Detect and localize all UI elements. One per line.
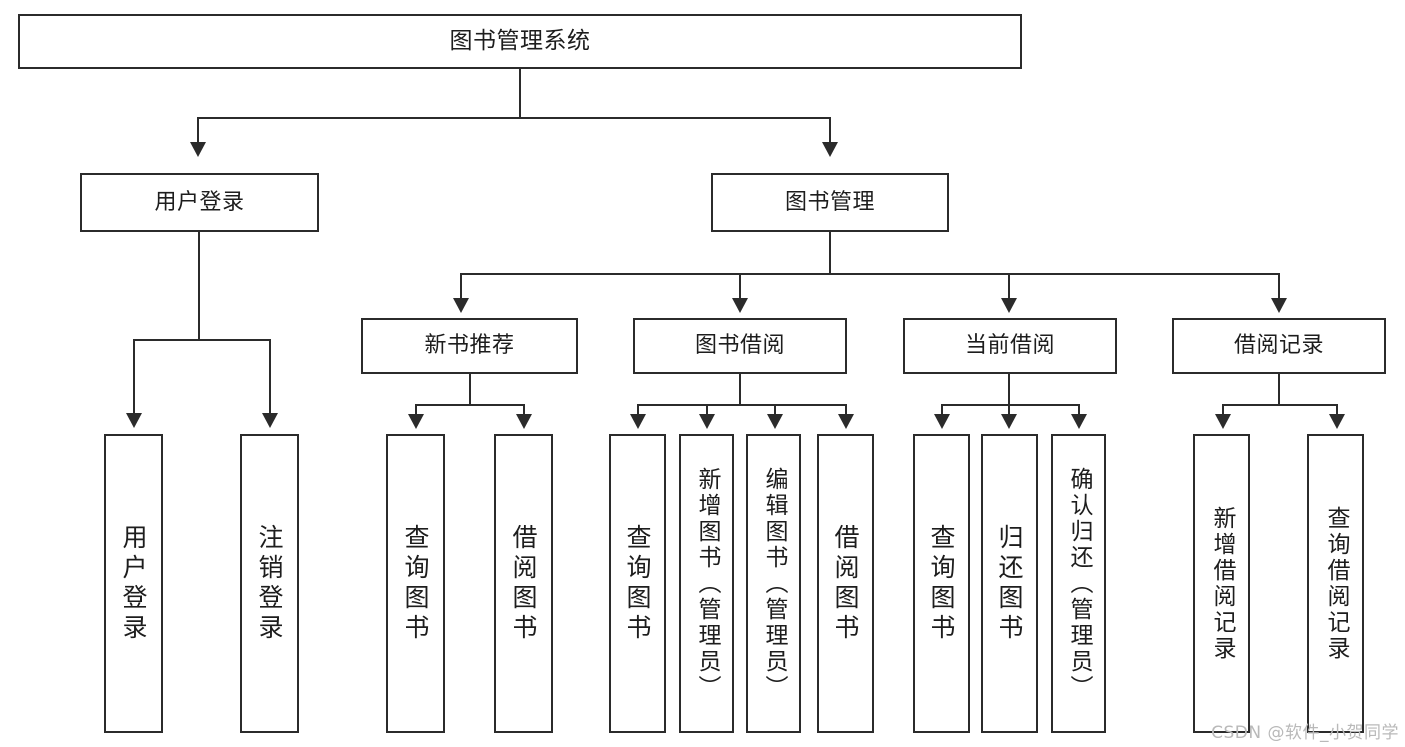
- connector-borrowrecord-bus: [1222, 404, 1338, 406]
- node-label: 新增借阅记录: [1209, 505, 1235, 662]
- arrowhead-currentborrow-leaf-1: [934, 414, 950, 429]
- node-book-borrow[interactable]: 图书借阅: [633, 318, 847, 374]
- node-label: 当前借阅: [964, 333, 1055, 359]
- arrowhead-bookborrow-leaf-3: [767, 414, 783, 429]
- leaf-edit-book-admin[interactable]: 编辑图书（管理员）: [746, 434, 801, 733]
- arrowhead-leaf-logout: [262, 413, 278, 428]
- node-label: 确认归还（管理员）: [1066, 466, 1092, 701]
- node-root-system[interactable]: 图书管理系统: [18, 14, 1022, 69]
- connector-bookborrow-drop-1: [637, 404, 639, 416]
- node-book-manage[interactable]: 图书管理: [711, 173, 949, 232]
- leaf-query-book-recommend[interactable]: 查询图书: [386, 434, 445, 733]
- leaf-user-login[interactable]: 用户登录: [104, 434, 163, 733]
- node-label: 图书管理系统: [449, 27, 591, 54]
- node-label: 编辑图书（管理员）: [761, 466, 787, 701]
- node-label: 借阅图书: [831, 523, 860, 644]
- connector-bookborrow-drop-2: [706, 404, 708, 416]
- leaf-return-book[interactable]: 归还图书: [981, 434, 1038, 733]
- connector-userlogin-drop-1: [133, 339, 135, 415]
- leaf-confirm-return-admin[interactable]: 确认归还（管理员）: [1051, 434, 1106, 733]
- connector-userlogin-bus: [133, 339, 270, 341]
- node-label: 用户登录: [154, 189, 245, 215]
- node-label: 查询图书: [401, 523, 430, 644]
- node-label: 借阅记录: [1233, 333, 1324, 359]
- connector-currentborrow-bus: [941, 404, 1080, 406]
- node-label: 注销登录: [255, 523, 284, 644]
- leaf-borrow-book-recommend[interactable]: 借阅图书: [494, 434, 553, 733]
- connector-bookborrow-bus: [637, 404, 847, 406]
- arrowhead-newbook-leaf-1: [408, 414, 424, 429]
- arrowhead-to-current-borrow: [1001, 298, 1017, 313]
- node-current-borrow[interactable]: 当前借阅: [903, 318, 1117, 374]
- node-label: 查询图书: [623, 523, 652, 644]
- leaf-add-book-admin[interactable]: 新增图书（管理员）: [679, 434, 734, 733]
- arrowhead-to-book-manage: [822, 142, 838, 157]
- connector-bookmanage-drop-4: [1278, 273, 1280, 300]
- node-label: 归还图书: [995, 523, 1024, 644]
- arrowhead-to-borrow-record: [1271, 298, 1287, 313]
- connector-bookborrow-stem: [739, 374, 741, 405]
- connector-bookmanage-drop-3: [1008, 273, 1010, 300]
- arrowhead-to-book-borrow: [732, 298, 748, 313]
- node-label: 图书借阅: [694, 333, 785, 359]
- connector-currentborrow-stem: [1008, 374, 1010, 405]
- arrowhead-to-user-login: [190, 142, 206, 157]
- arrowhead-currentborrow-leaf-3: [1071, 414, 1087, 429]
- arrowhead-bookborrow-leaf-1: [630, 414, 646, 429]
- connector-bookmanage-drop-2: [739, 273, 741, 300]
- arrowhead-borrowrecord-leaf-2: [1329, 414, 1345, 429]
- connector-bookborrow-drop-3: [774, 404, 776, 416]
- connector-currentborrow-drop-1: [941, 404, 943, 416]
- node-label: 图书管理: [784, 189, 875, 215]
- connector-newbook-drop-2: [523, 404, 525, 416]
- connector-userlogin-stem: [198, 232, 200, 340]
- connector-newbook-stem: [469, 374, 471, 405]
- node-label: 新书推荐: [424, 333, 515, 359]
- connector-bookmanage-bus: [460, 273, 1280, 275]
- connector-bookmanage-drop-1: [460, 273, 462, 300]
- connector-bookmanage-stem: [829, 232, 831, 274]
- connector-root-bus: [197, 117, 831, 119]
- connector-root-drop-1: [197, 117, 199, 144]
- leaf-query-borrow-record[interactable]: 查询借阅记录: [1307, 434, 1364, 733]
- leaf-logout[interactable]: 注销登录: [240, 434, 299, 733]
- arrowhead-to-new-book: [453, 298, 469, 313]
- node-label: 用户登录: [119, 523, 148, 644]
- arrowhead-currentborrow-leaf-2: [1001, 414, 1017, 429]
- connector-root-stem: [519, 69, 521, 118]
- node-label: 查询借阅记录: [1323, 505, 1349, 662]
- arrowhead-leaf-user-login: [126, 413, 142, 428]
- leaf-add-borrow-record[interactable]: 新增借阅记录: [1193, 434, 1250, 733]
- connector-borrowrecord-stem: [1278, 374, 1280, 405]
- node-user-login[interactable]: 用户登录: [80, 173, 319, 232]
- connector-borrowrecord-drop-1: [1222, 404, 1224, 416]
- connector-newbook-drop-1: [415, 404, 417, 416]
- connector-root-drop-2: [829, 117, 831, 144]
- connector-bookborrow-drop-4: [845, 404, 847, 416]
- connector-currentborrow-drop-2: [1008, 404, 1010, 416]
- node-label: 借阅图书: [509, 523, 538, 644]
- arrowhead-bookborrow-leaf-4: [838, 414, 854, 429]
- connector-userlogin-drop-2: [269, 339, 271, 415]
- leaf-query-book-borrow[interactable]: 查询图书: [609, 434, 666, 733]
- arrowhead-newbook-leaf-2: [516, 414, 532, 429]
- arrowhead-borrowrecord-leaf-1: [1215, 414, 1231, 429]
- arrowhead-bookborrow-leaf-2: [699, 414, 715, 429]
- csdn-watermark: CSDN @软件_小贺同学: [1211, 723, 1399, 743]
- node-new-book-recommend[interactable]: 新书推荐: [361, 318, 578, 374]
- connector-borrowrecord-drop-2: [1336, 404, 1338, 416]
- connector-currentborrow-drop-3: [1078, 404, 1080, 416]
- node-borrow-record[interactable]: 借阅记录: [1172, 318, 1386, 374]
- node-label: 新增图书（管理员）: [694, 466, 720, 701]
- leaf-query-book-current[interactable]: 查询图书: [913, 434, 970, 733]
- leaf-borrow-book[interactable]: 借阅图书: [817, 434, 874, 733]
- node-label: 查询图书: [927, 523, 956, 644]
- connector-newbook-bus: [415, 404, 525, 406]
